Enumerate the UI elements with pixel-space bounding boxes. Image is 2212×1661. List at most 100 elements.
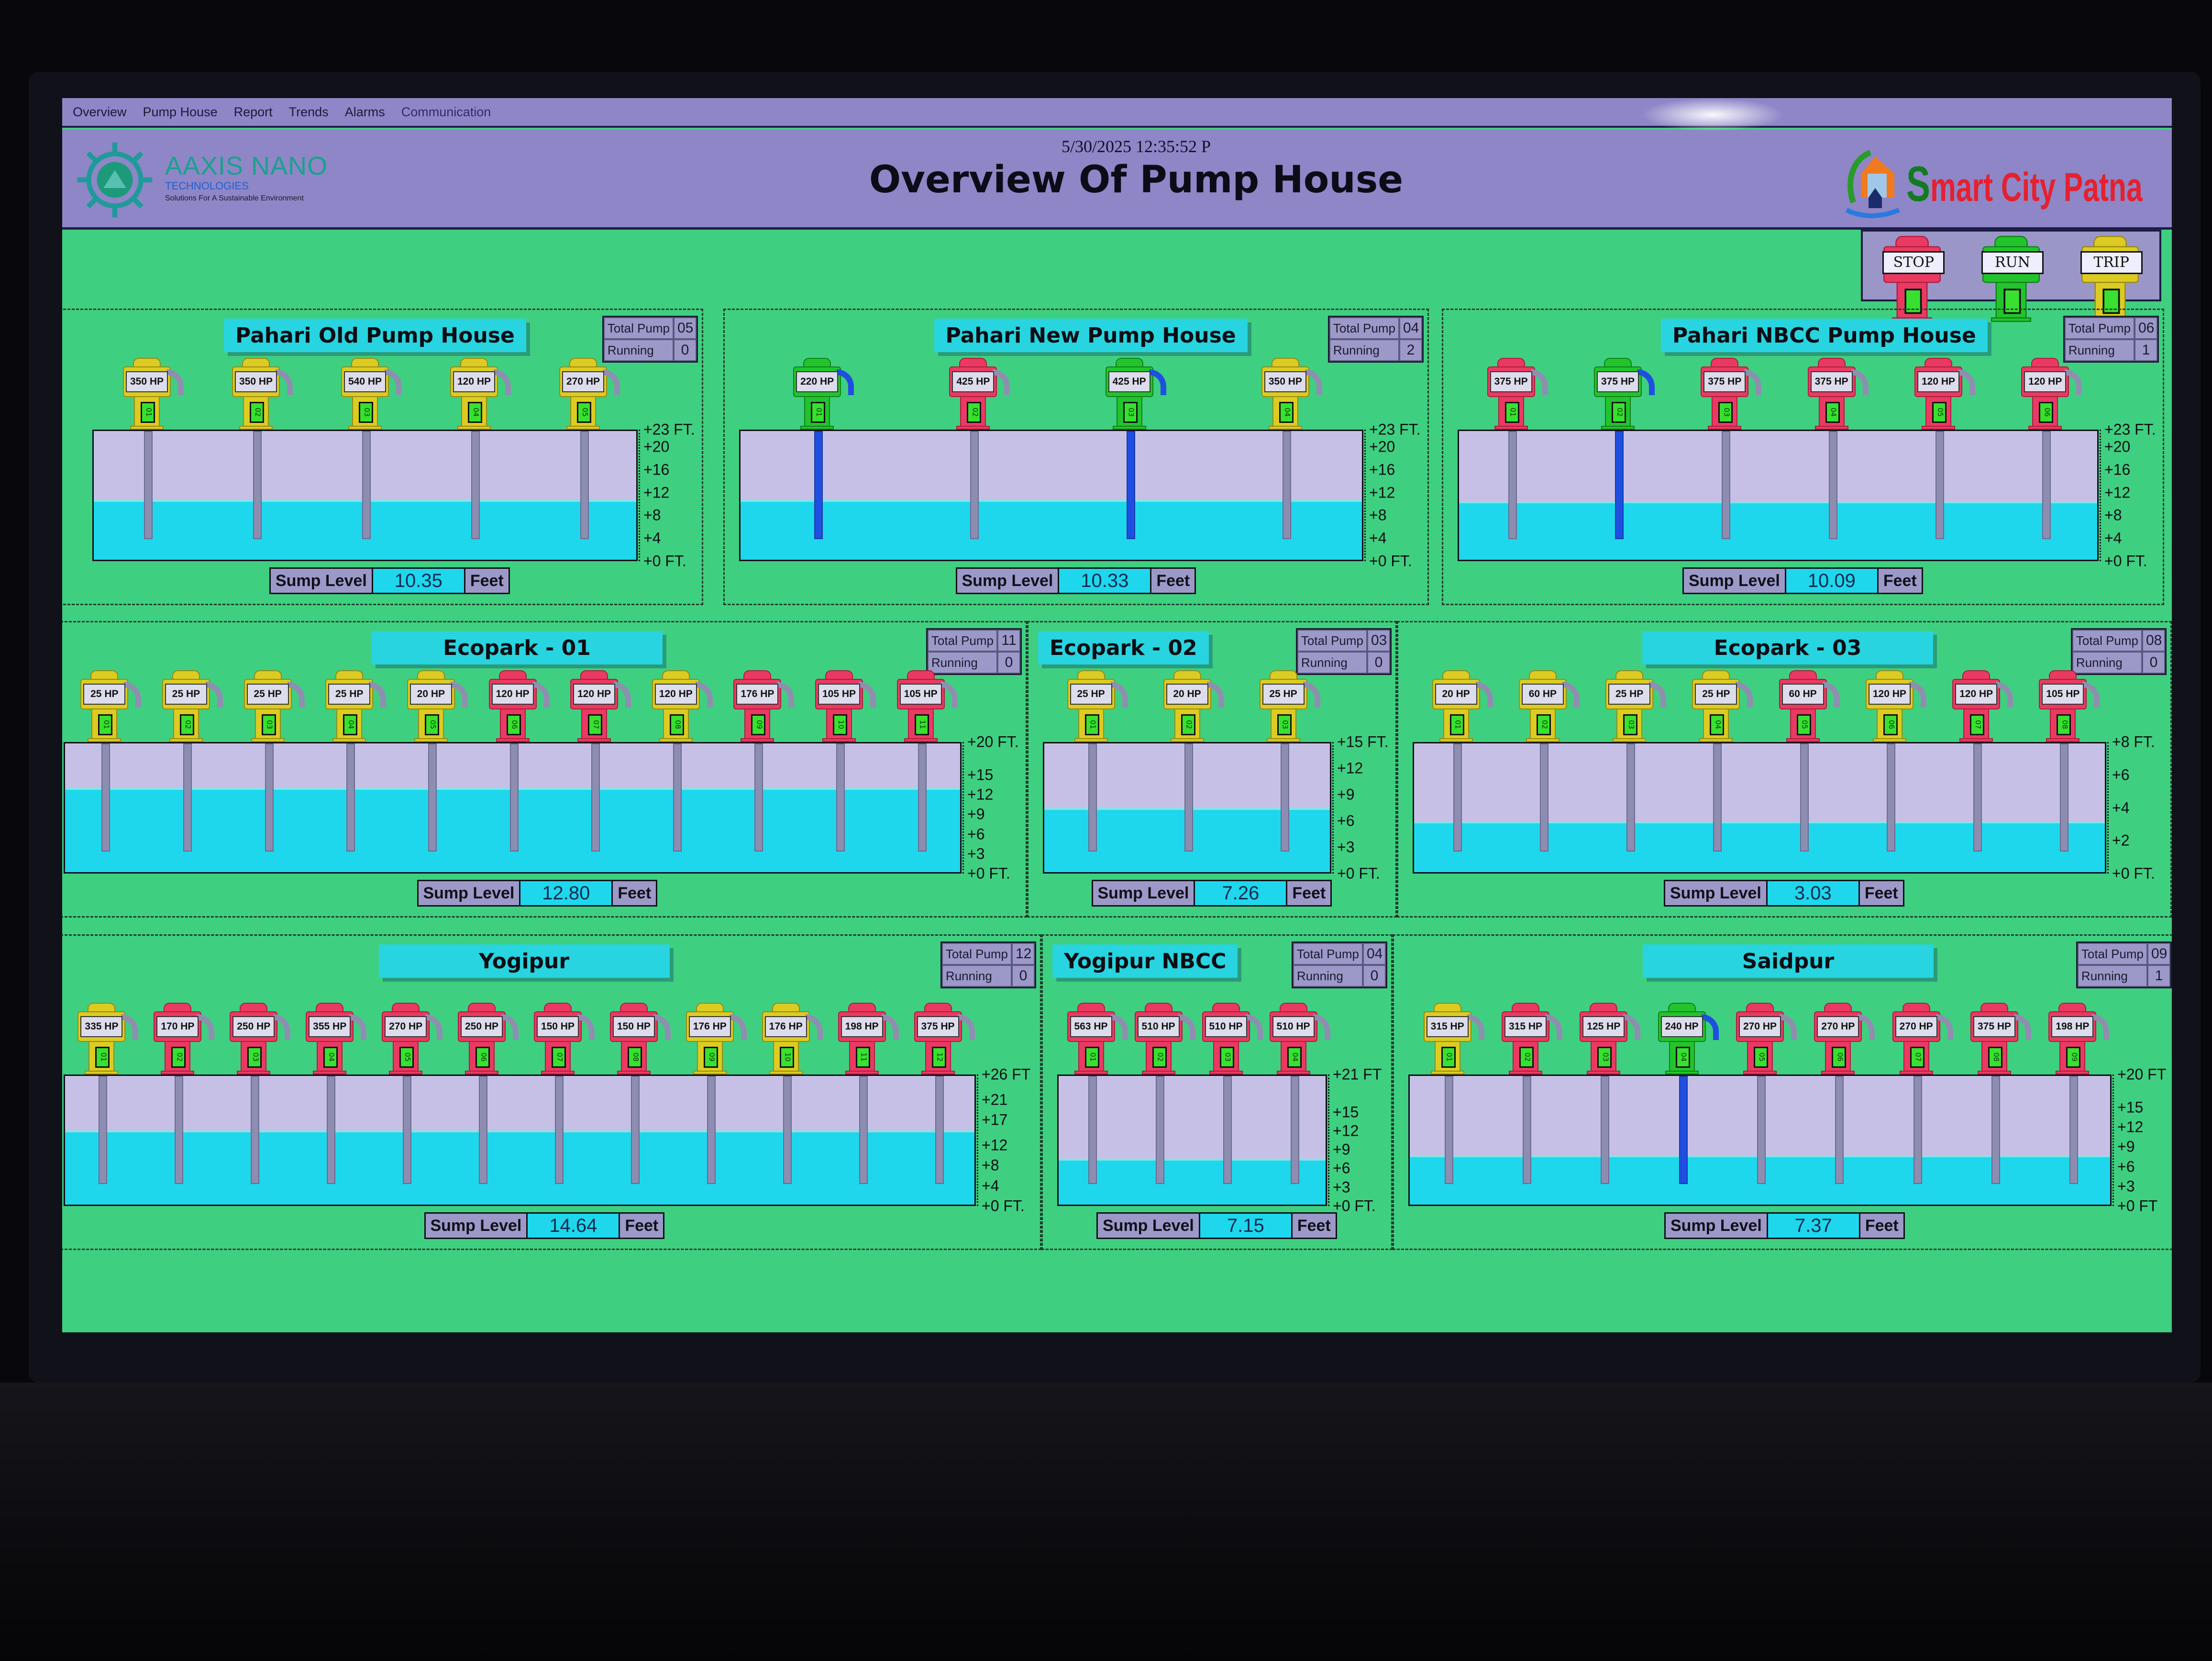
discharge-pipe-icon xyxy=(940,682,958,708)
menu-overview[interactable]: Overview xyxy=(73,104,127,119)
pump-house-title[interactable]: Yogipur NBCC xyxy=(1052,944,1238,978)
menu-pump-house[interactable]: Pump House xyxy=(143,104,218,119)
pump-number-tag: 05 xyxy=(399,1047,414,1068)
pump-house-title[interactable]: Ecopark - 01 xyxy=(371,631,663,664)
running-label: Running xyxy=(2072,652,2142,674)
scale-ticks xyxy=(1364,430,1370,561)
legend-run: RUN xyxy=(1973,235,2049,322)
sump-tank xyxy=(1043,742,1331,874)
pump-hp-label: 375 HP xyxy=(917,1016,959,1037)
pump-number-tag: 08 xyxy=(1988,1047,2002,1068)
pump-number-tag: 06 xyxy=(1832,1047,1847,1068)
pump-number-tag: 01 xyxy=(98,714,113,735)
menu-communication[interactable]: Communication xyxy=(401,104,491,119)
pump-house-title[interactable]: Ecopark - 02 xyxy=(1038,631,1209,664)
pump-house-title[interactable]: Pahari NBCC Pump House xyxy=(1661,319,1988,352)
running-value: 1 xyxy=(2147,965,2170,987)
scale-ticks xyxy=(1332,742,1338,874)
menu-alarms[interactable]: Alarms xyxy=(344,104,385,119)
pump-house-title[interactable]: Pahari New Pump House xyxy=(934,319,1248,352)
pump-house-title[interactable]: Saidpur xyxy=(1643,944,1934,978)
scada-screen: Overview Pump House Report Trends Alarms… xyxy=(62,98,2172,1332)
pump-house-title[interactable]: Pahari Old Pump House xyxy=(224,319,526,352)
menu-trends[interactable]: Trends xyxy=(288,104,329,119)
smart-city-logo-icon xyxy=(1845,150,1900,218)
legend-label: STOP xyxy=(1882,251,1945,274)
discharge-pipe-icon xyxy=(1562,682,1580,708)
pump-house-title[interactable]: Yogipur xyxy=(378,944,670,978)
pump-hp-label: 315 HP xyxy=(1504,1016,1547,1037)
pump-base xyxy=(541,1071,575,1074)
pump-base xyxy=(1821,1071,1855,1074)
menu-report[interactable]: Report xyxy=(233,104,273,119)
discharge-pipe-icon xyxy=(614,682,631,708)
pump-number-tag: 05 xyxy=(1796,714,1811,735)
pump-house-title[interactable]: Ecopark - 03 xyxy=(1642,631,1933,664)
scale-label: +12 xyxy=(982,1136,1008,1154)
